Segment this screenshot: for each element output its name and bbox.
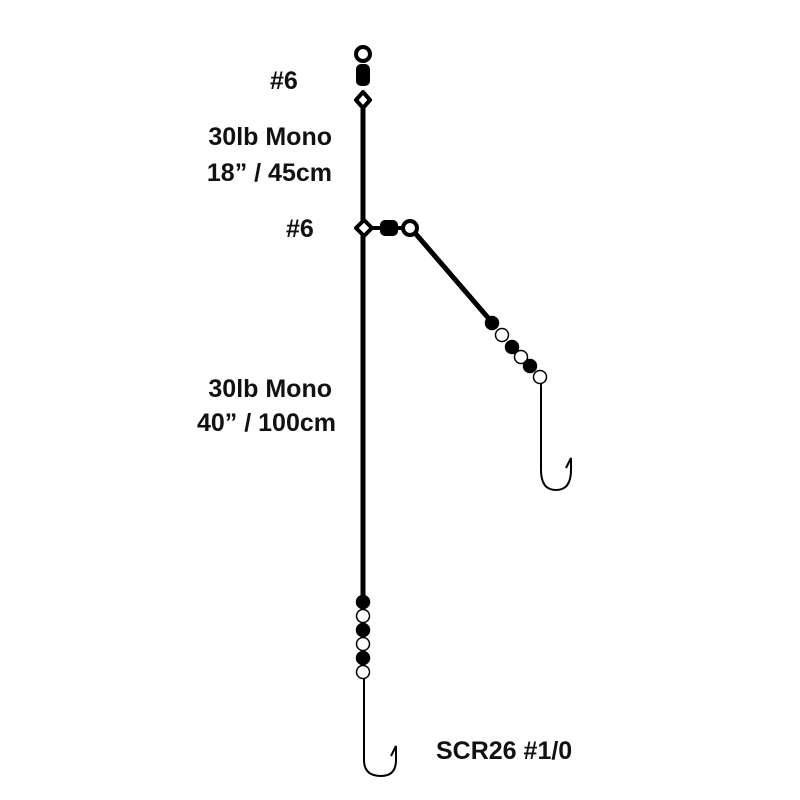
top-swivel — [354, 45, 372, 110]
branch-beads — [484, 315, 548, 385]
branch-swivel-label: #6 — [286, 215, 314, 243]
branch-hook — [540, 384, 572, 492]
hook-label: SCR26 #1/0 — [436, 737, 573, 765]
top-swivel-label: #6 — [270, 67, 298, 95]
upper-line-length: 18” / 45cm — [206, 159, 332, 187]
main-beads — [355, 594, 371, 680]
lower-line-material: 30lb Mono — [208, 375, 332, 403]
main-hook — [363, 679, 397, 778]
branch-swivel — [354, 218, 419, 238]
lower-line-length: 40” / 100cm — [197, 409, 336, 437]
upper-line-material: 30lb Mono — [208, 123, 332, 151]
branch-line — [413, 231, 492, 322]
